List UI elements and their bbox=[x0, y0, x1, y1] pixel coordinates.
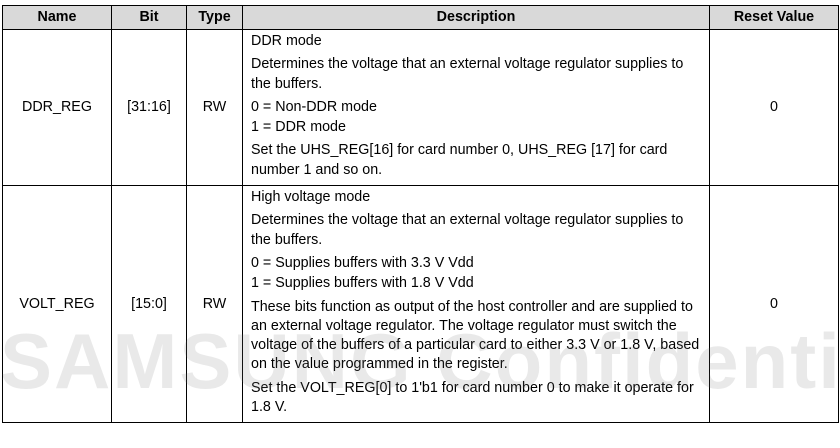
field-name: VOLT_REG bbox=[2, 185, 112, 424]
field-bit: [31:16] bbox=[111, 28, 187, 187]
field-description: DDR mode Determines the voltage that an … bbox=[242, 28, 710, 187]
header-description: Description bbox=[242, 5, 710, 30]
desc-note: Set the UHS_REG[16] for card number 0, U… bbox=[251, 142, 668, 178]
field-reset-value: 0 bbox=[709, 28, 839, 187]
field-bit: [15:0] bbox=[111, 185, 187, 424]
header-name: Name bbox=[2, 5, 112, 30]
desc-summary: Determines the voltage that an external … bbox=[251, 56, 684, 92]
desc-title: High voltage mode bbox=[251, 189, 371, 206]
header-bit: Bit bbox=[111, 5, 187, 30]
table-row: VOLT_REG [15:0] RW High voltage mode Det… bbox=[2, 185, 839, 424]
desc-option-0: 0 = Non-DDR mode bbox=[251, 98, 377, 115]
desc-option-0: 0 = Supplies buffers with 3.3 V Vdd bbox=[251, 254, 474, 271]
desc-option-1: 1 = Supplies buffers with 1.8 V Vdd bbox=[251, 275, 474, 292]
header-type: Type bbox=[186, 5, 243, 30]
header-reset-value: Reset Value bbox=[709, 5, 839, 30]
field-type: RW bbox=[186, 28, 243, 187]
header-row: Name Bit Type Description Reset Value bbox=[2, 5, 839, 30]
desc-option-1: 1 = DDR mode bbox=[251, 119, 346, 136]
field-type: RW bbox=[186, 185, 243, 424]
desc-function: These bits function as output of the hos… bbox=[251, 298, 700, 373]
field-name: DDR_REG bbox=[2, 28, 112, 187]
desc-note: Set the VOLT_REG[0] to 1'b1 for card num… bbox=[251, 379, 694, 416]
register-table: Name Bit Type Description Reset Value DD… bbox=[2, 5, 839, 424]
desc-title: DDR mode bbox=[251, 33, 322, 49]
field-reset-value: 0 bbox=[709, 185, 839, 424]
table-row: DDR_REG [31:16] RW DDR mode Determines t… bbox=[2, 28, 839, 187]
field-description: High voltage mode Determines the voltage… bbox=[242, 185, 710, 424]
desc-summary: Determines the voltage that an external … bbox=[251, 212, 684, 248]
